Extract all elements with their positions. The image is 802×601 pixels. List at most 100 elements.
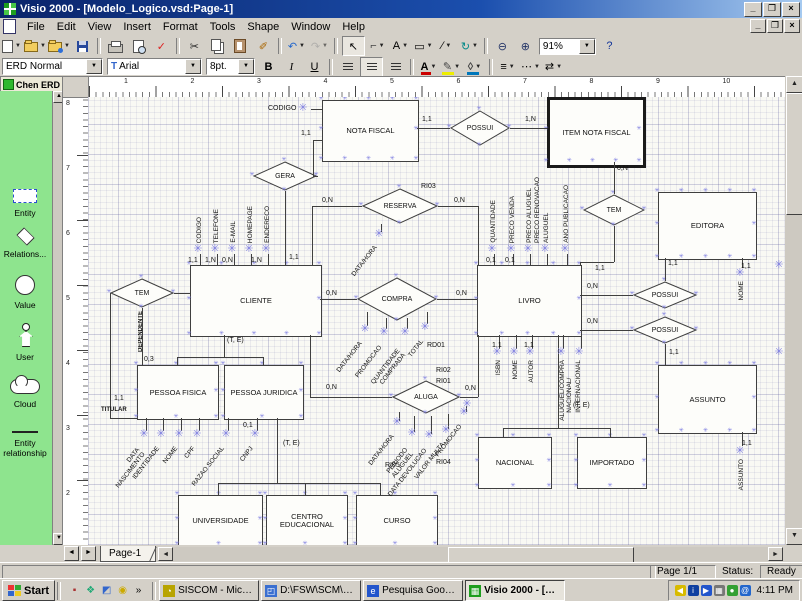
attribute-circle[interactable]: ✳ — [420, 320, 430, 334]
quick-launch-more[interactable]: » — [135, 585, 142, 596]
print-button[interactable] — [105, 37, 126, 55]
attribute-circle[interactable]: ✳ — [400, 325, 410, 339]
align-center-button[interactable] — [360, 56, 383, 77]
entity-assunto[interactable]: ASSUNTO — [658, 365, 757, 434]
relationship-reserva[interactable]: RESERVA — [361, 188, 439, 224]
doc-minimize-button[interactable]: _ — [750, 19, 766, 33]
entity-centro-educacional[interactable]: CENTRO EDUCACIONAL — [266, 495, 348, 545]
entity-item-nota-fiscal[interactable]: ITEM NOTA FISCAL — [547, 97, 646, 168]
open-stencil-button[interactable]: ▼ — [47, 37, 70, 55]
spelling-button[interactable]: ✓ — [151, 37, 172, 55]
line-weight-button[interactable]: ≡▼ — [497, 58, 518, 76]
attribute-circle[interactable]: ✳ — [774, 345, 784, 359]
line-pattern-button-dropdown-icon[interactable]: ▼ — [534, 63, 540, 70]
attribute-circle[interactable]: ✳ — [379, 325, 389, 339]
rotation-tool-dropdown-icon[interactable]: ▼ — [472, 43, 478, 49]
open-button-dropdown-icon[interactable]: ▼ — [40, 43, 46, 49]
menu-view[interactable]: View — [87, 20, 112, 33]
attribute-circle[interactable]: ✳ — [139, 427, 149, 441]
quick-launch-icon-1[interactable]: ▪ — [72, 585, 77, 596]
size-combo-dropdown-icon[interactable]: ▼ — [238, 59, 254, 74]
task-siscom-microsof[interactable]: ◔SISCOM - Microsof... — [159, 580, 260, 601]
rectangle-tool-dropdown-icon[interactable]: ▼ — [426, 43, 433, 49]
align-right-button[interactable] — [385, 58, 406, 76]
rotation-tool[interactable]: ↻▼ — [459, 37, 480, 55]
entity-cliente[interactable]: CLIENTE — [190, 265, 322, 337]
attribute-circle[interactable]: ✳ — [193, 242, 203, 256]
close-button[interactable]: × — [782, 2, 800, 17]
font-color-button-dropdown-icon[interactable]: ▼ — [430, 63, 437, 70]
connector-tool[interactable]: ⌐▼ — [367, 37, 388, 55]
tab-page-1[interactable]: Page-1 — [100, 545, 157, 562]
cut-button[interactable]: ✂ — [184, 37, 205, 55]
zoom-level-combo-dropdown-icon[interactable]: ▼ — [578, 38, 595, 54]
rectangle-tool[interactable]: ▭▼ — [413, 37, 434, 55]
stencil-item-value[interactable]: Value — [0, 275, 50, 310]
menu-help[interactable]: Help — [342, 20, 365, 33]
entity-nota-fiscal[interactable]: NOTA FISCAL — [322, 100, 419, 162]
horizontal-scroll-thumb[interactable] — [448, 546, 635, 563]
style-combo-dropdown-icon[interactable]: ▼ — [86, 59, 102, 74]
redo-button[interactable]: ↷▼ — [309, 37, 330, 55]
first-page-icon[interactable]: ◄ — [64, 546, 79, 561]
restore-button[interactable]: ❐ — [763, 2, 781, 17]
attribute-circle[interactable]: ✳ — [360, 322, 370, 336]
entity-curso[interactable]: CURSO — [356, 495, 438, 545]
menu-tools[interactable]: Tools — [209, 20, 236, 33]
attribute-circle[interactable]: ✳ — [462, 397, 472, 411]
relationship-tem[interactable]: TEM — [109, 278, 175, 308]
attribute-circle[interactable]: ✳ — [407, 426, 417, 440]
attribute-circle[interactable]: ✳ — [735, 444, 745, 458]
entity-importado[interactable]: IMPORTADO — [577, 437, 647, 489]
scroll-right-icon[interactable]: ► — [768, 546, 783, 561]
text-tool[interactable]: A▼ — [390, 37, 411, 55]
stencil-item-user[interactable]: User — [0, 323, 50, 362]
stencil-item-cloud[interactable]: Cloud — [0, 375, 50, 409]
attribute-circle[interactable]: ✳ — [560, 242, 570, 256]
menu-shape[interactable]: Shape — [247, 20, 280, 33]
quick-launch-icon-3[interactable]: ◩ — [101, 585, 112, 596]
attribute-circle[interactable]: ✳ — [261, 242, 271, 256]
highlight-button-dropdown-icon[interactable]: ▼ — [454, 63, 461, 70]
scheduler-icon[interactable]: ● — [726, 585, 738, 596]
quick-launch-icon-4[interactable]: ◉ — [118, 585, 127, 596]
align-left-button[interactable] — [337, 58, 358, 76]
line-tool-dropdown-icon[interactable]: ▼ — [445, 43, 452, 49]
attribute-circle[interactable]: ✳ — [174, 427, 184, 441]
attribute-circle[interactable]: ✳ — [192, 427, 202, 441]
entity-universidade[interactable]: UNIVERSIDADE — [178, 495, 263, 545]
copy-button[interactable] — [207, 37, 228, 55]
text-tool-dropdown-icon[interactable]: ▼ — [402, 43, 409, 49]
doc-close-button[interactable]: × — [784, 19, 800, 33]
task-visio-2000-mo[interactable]: ▦Visio 2000 - [Mo... — [465, 580, 566, 601]
attribute-circle[interactable]: ✳ — [250, 427, 260, 441]
messenger-icon[interactable]: @ — [739, 585, 751, 596]
attribute-circle[interactable]: ✳ — [424, 428, 434, 442]
attribute-circle[interactable]: ✳ — [459, 405, 469, 419]
scroll-left-icon[interactable]: ◄ — [158, 546, 174, 561]
info-icon[interactable]: i — [687, 585, 699, 596]
underline-button[interactable]: U — [304, 58, 325, 76]
attribute-circle[interactable]: ✳ — [227, 242, 237, 256]
quick-launch-icon-2[interactable]: ❖ — [86, 585, 96, 596]
help-button[interactable]: ? — [599, 37, 620, 55]
line-ends-button[interactable]: ⇄▼ — [543, 58, 564, 76]
attribute-circle[interactable]: ✳ — [574, 345, 584, 359]
print-preview-button[interactable] — [128, 37, 149, 55]
vertical-scrollbar[interactable]: ▲ ▼ — [785, 76, 802, 545]
start-button[interactable]: Start — [2, 580, 56, 601]
attribute-circle[interactable]: ✳ — [523, 242, 533, 256]
undo-button-dropdown-icon[interactable]: ▼ — [299, 43, 305, 49]
doc-restore-button[interactable]: ❐ — [767, 19, 783, 33]
media-player-icon[interactable]: ▶ — [700, 585, 712, 596]
line-weight-button-dropdown-icon[interactable]: ▼ — [508, 63, 515, 70]
redo-button-dropdown-icon[interactable]: ▼ — [322, 43, 328, 49]
attribute-circle[interactable]: ✳ — [509, 345, 519, 359]
menu-file[interactable]: File — [27, 20, 45, 33]
style-combo[interactable]: ERD Normal▼ — [2, 58, 103, 75]
attribute-circle[interactable]: ✳ — [441, 423, 451, 437]
menu-window[interactable]: Window — [291, 20, 331, 33]
menu-insert[interactable]: Insert — [123, 20, 151, 33]
